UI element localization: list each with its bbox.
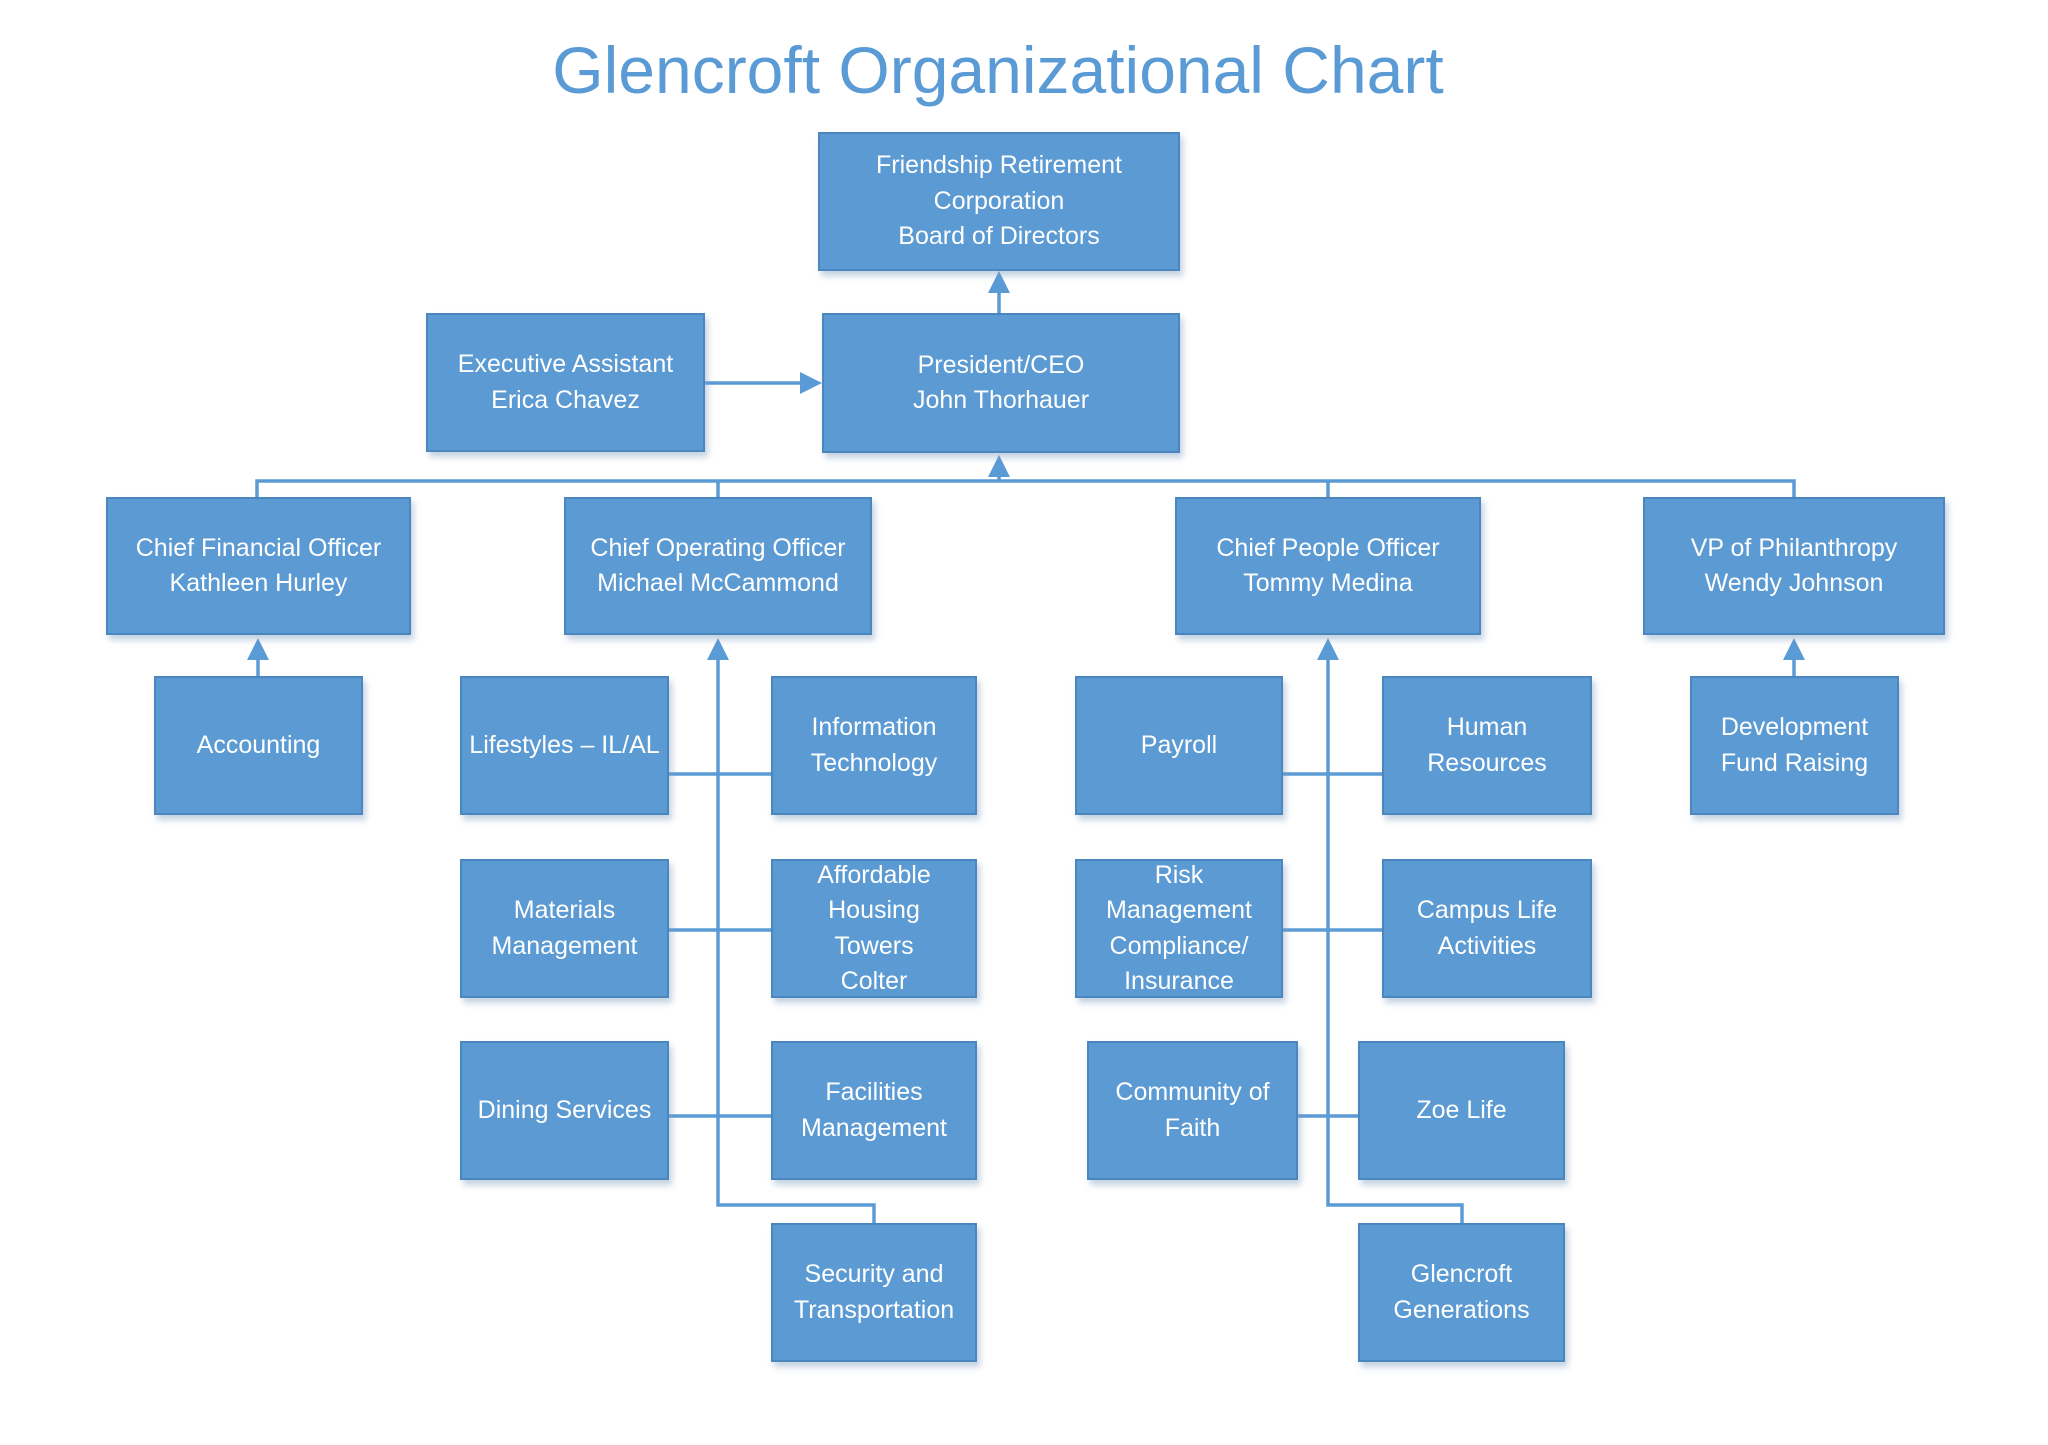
- node-board-of-directors: Friendship Retirement Corporation Board …: [818, 132, 1180, 271]
- node-accounting-label: Accounting: [196, 730, 321, 759]
- node-affordable-label: Affordable Housing Towers Colter: [817, 860, 931, 996]
- node-president-label: President/CEO John Thorhauer: [912, 350, 1090, 415]
- node-accounting: Accounting: [154, 676, 363, 815]
- arrowhead-up-board: [988, 271, 1010, 293]
- node-cfo: Chief Financial Officer Kathleen Hurley: [106, 497, 411, 635]
- node-it-label: Information Technology: [810, 713, 938, 777]
- node-glencroft-generations: Glencroft Generations: [1358, 1223, 1565, 1362]
- node-risk-label: Risk Management Compliance/ Insurance: [1106, 860, 1252, 996]
- arrowhead-right-president: [800, 372, 822, 394]
- node-board-label: Friendship Retirement Corporation Board …: [876, 151, 1122, 251]
- node-lifestyles: Lifestyles – IL/AL: [460, 676, 669, 815]
- connector-coo-trunk: [716, 659, 876, 1224]
- node-lifestyles-label: Lifestyles – IL/AL: [469, 730, 660, 759]
- node-materials-label: Materials Management: [491, 896, 638, 960]
- connector-executive-spine: [255, 479, 1796, 498]
- node-zoe-life: Zoe Life: [1358, 1041, 1565, 1180]
- node-security-transportation: Security and Transportation: [771, 1223, 977, 1362]
- page-title: Glencroft Organizational Chart: [552, 33, 1444, 107]
- node-vp-label: VP of Philanthropy Wendy Johnson: [1690, 533, 1898, 598]
- node-cfo-label: Chief Financial Officer Kathleen Hurley: [135, 533, 382, 598]
- node-materials-management: Materials Management: [460, 859, 669, 998]
- arrowhead-up-cpo: [1317, 638, 1339, 660]
- node-dining-services: Dining Services: [460, 1041, 669, 1180]
- node-dining-label: Dining Services: [477, 1095, 652, 1124]
- node-coo-label: Chief Operating Officer Michael McCammon…: [590, 533, 846, 598]
- node-security-label: Security and Transportation: [793, 1260, 955, 1324]
- node-cpo: Chief People Officer Tommy Medina: [1175, 497, 1481, 635]
- node-generations-label: Glencroft Generations: [1393, 1260, 1530, 1324]
- node-cpo-label: Chief People Officer Tommy Medina: [1216, 533, 1440, 598]
- node-facilities-management: Facilities Management: [771, 1041, 977, 1180]
- node-development-fund-raising: Development Fund Raising: [1690, 676, 1899, 815]
- node-hr-label: Human Resources: [1427, 713, 1547, 777]
- node-zoe-label: Zoe Life: [1416, 1095, 1507, 1124]
- connector-cpo-trunk: [1326, 659, 1464, 1224]
- node-information-technology: Information Technology: [771, 676, 977, 815]
- node-campus-life-activities: Campus Life Activities: [1382, 859, 1592, 998]
- node-community-label: Community of Faith: [1115, 1078, 1270, 1142]
- node-executive-assistant: Executive Assistant Erica Chavez: [426, 313, 705, 452]
- node-risk-management: Risk Management Compliance/ Insurance: [1075, 859, 1283, 998]
- node-facilities-label: Facilities Management: [801, 1078, 947, 1142]
- arrowhead-up-vp: [1783, 638, 1805, 660]
- arrowhead-up-president: [988, 455, 1010, 477]
- node-campus-label: Campus Life Activities: [1416, 896, 1558, 960]
- node-development-label: Development Fund Raising: [1720, 713, 1869, 777]
- node-vp-philanthropy: VP of Philanthropy Wendy Johnson: [1643, 497, 1945, 635]
- node-payroll-label: Payroll: [1140, 730, 1218, 759]
- arrowhead-up-coo: [707, 638, 729, 660]
- node-affordable-housing: Affordable Housing Towers Colter: [771, 859, 977, 998]
- arrowhead-up-cfo: [247, 638, 269, 660]
- node-exec-assistant-label: Executive Assistant Erica Chavez: [457, 350, 674, 414]
- node-community-of-faith: Community of Faith: [1087, 1041, 1298, 1180]
- node-coo: Chief Operating Officer Michael McCammon…: [564, 497, 872, 635]
- node-president-ceo: President/CEO John Thorhauer: [822, 313, 1180, 453]
- node-human-resources: Human Resources: [1382, 676, 1592, 815]
- node-payroll: Payroll: [1075, 676, 1283, 815]
